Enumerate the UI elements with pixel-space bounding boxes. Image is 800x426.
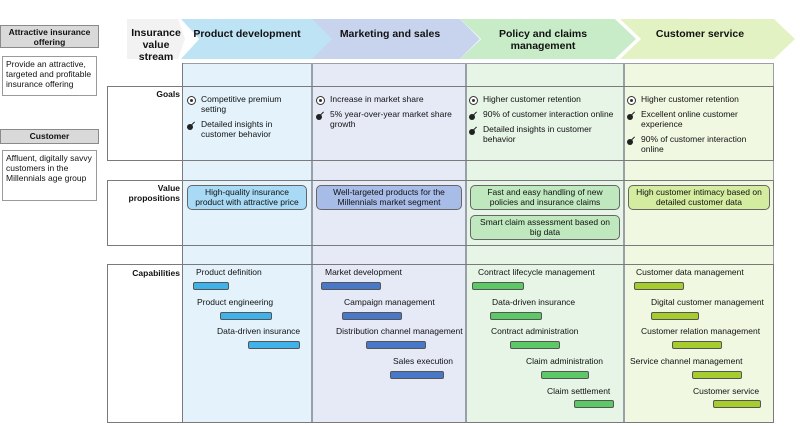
capability-label: Customer relation management (641, 326, 761, 336)
capability-label: Claim administration (526, 356, 603, 366)
capability-bar (472, 282, 524, 290)
goal-item: 5% year-over-year market share growth (330, 109, 452, 129)
goal-item: Detailed insights in customer behavior (201, 119, 273, 139)
row-label-divider (182, 63, 183, 423)
capability-label: Digital customer management (651, 297, 764, 307)
value-proposition: High customer intimacy based on detailed… (628, 185, 770, 210)
capability-bar (248, 341, 300, 349)
stage-chevron-marketing-and-sales (312, 19, 480, 59)
customer-description: Affluent, digitally savvy customers in t… (2, 150, 97, 201)
value-proposition: Fast and easy handling of new policies a… (470, 185, 620, 210)
stream-header-chevron (127, 19, 185, 59)
capability-bar (366, 341, 426, 349)
stage-marketing-and-sales: Marketing and sales (339, 28, 441, 40)
capability-label: Product engineering (197, 297, 274, 307)
stage-policy-and-claims: Policy and claims management (498, 28, 588, 52)
capability-label: Product definition (196, 267, 262, 277)
goal-item: Excellent online customer experience (641, 109, 738, 129)
stage-chevron-customer-service (620, 19, 795, 59)
capability-bar (193, 282, 229, 290)
capability-label: Data-driven insurance (492, 297, 576, 307)
stage-chevron-policy-and-claims (460, 19, 636, 59)
capability-bar (541, 371, 589, 379)
goal-item: Competitive premium setting (201, 94, 282, 114)
capability-bar (321, 282, 381, 290)
value-proposition: Smart claim assessment based on big data (470, 215, 620, 240)
capability-label: Data-driven insurance (217, 326, 301, 336)
capability-label: Customer service (693, 386, 760, 396)
dart-icon (187, 121, 196, 130)
stage-customer-service: Customer service (655, 28, 745, 40)
stage-product-development: Product development (193, 28, 301, 40)
capability-label: Distribution channel management (336, 326, 463, 336)
capability-label: Customer data management (636, 267, 744, 277)
dart-icon (627, 136, 636, 145)
goals-row (107, 86, 774, 161)
capability-bar (220, 312, 272, 320)
dart-icon (469, 111, 478, 120)
goal-item: 90% of customer interaction online (483, 109, 614, 119)
target-icon (469, 96, 478, 105)
capability-label: Contract administration (491, 326, 579, 336)
capability-bar (692, 371, 742, 379)
goals-label: Goals (156, 89, 180, 99)
capabilities-label: Capabilities (132, 268, 180, 278)
dart-icon (627, 111, 636, 120)
target-icon (187, 96, 196, 105)
goal-item: Increase in market share (330, 94, 424, 104)
capability-bar (574, 400, 614, 408)
target-icon (316, 96, 325, 105)
goal-item: 90% of customer interaction online (641, 134, 747, 154)
dart-icon (316, 111, 325, 120)
capability-label: Service channel management (630, 356, 743, 366)
goal-item: Detailed insights in customer behavior (483, 124, 592, 144)
column-customer-service (624, 63, 774, 423)
column-product-development (182, 63, 312, 423)
value-propositions-row (107, 180, 774, 246)
column-marketing-and-sales (312, 63, 466, 423)
value-proposition: Well-targeted products for the Millennia… (316, 185, 462, 210)
capability-bar (490, 312, 542, 320)
offering-description: Provide an attractive, targeted and prof… (2, 56, 97, 96)
stage-chevron-product-development (181, 19, 333, 59)
customer-title: Customer (0, 129, 99, 144)
capability-bar (651, 312, 699, 320)
capability-bar (713, 400, 761, 408)
capability-bar (390, 371, 444, 379)
capability-label: Campaign management (344, 297, 435, 307)
dart-icon (469, 126, 478, 135)
offering-title: Attractive insurance offering (0, 25, 99, 48)
capability-bar (672, 341, 722, 349)
capability-bar (510, 341, 560, 349)
value-propositions-label: Value propositions (128, 183, 180, 203)
capability-bar (342, 312, 402, 320)
capability-label: Sales execution (393, 356, 454, 366)
capability-label: Market development (325, 267, 403, 277)
goal-item: Higher customer retention (483, 94, 581, 104)
capability-label: Contract lifecycle management (478, 267, 595, 277)
value-proposition: High-quality insurance product with attr… (187, 185, 307, 210)
goal-item: Higher customer retention (641, 94, 739, 104)
stream-header: Insurance value stream (131, 27, 181, 63)
capability-label: Claim settlement (547, 386, 611, 396)
capabilities-row (107, 264, 774, 423)
capability-bar (634, 282, 684, 290)
target-icon (627, 96, 636, 105)
